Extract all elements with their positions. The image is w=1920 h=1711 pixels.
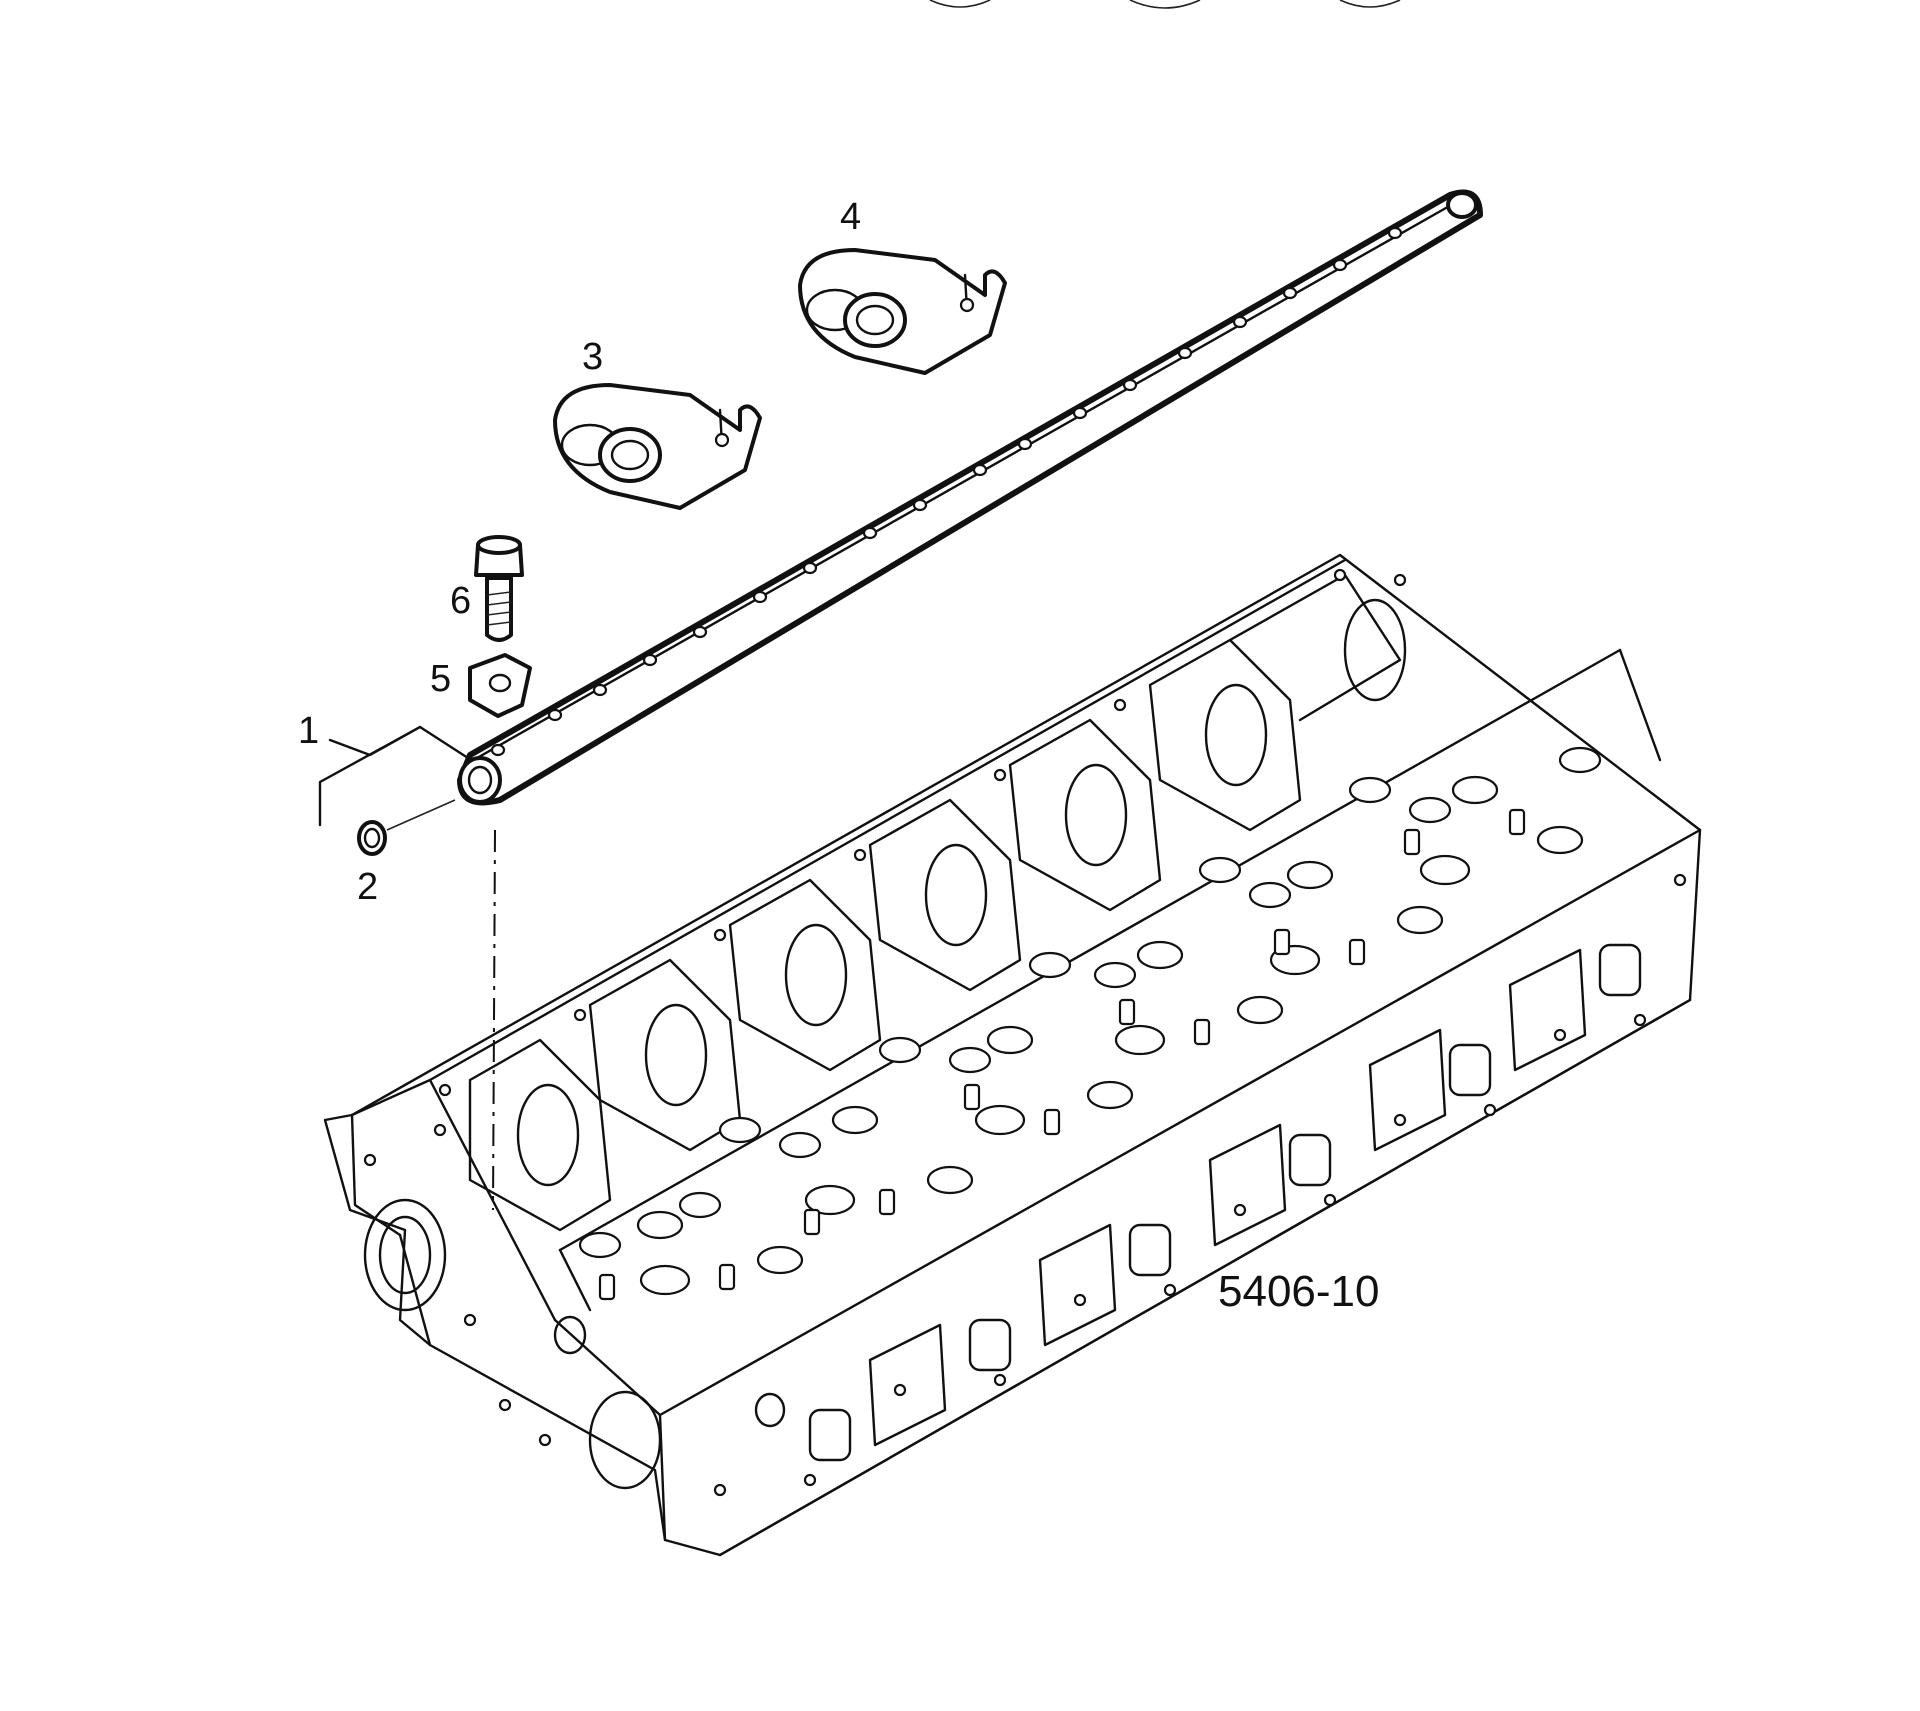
rocker-shaft bbox=[457, 189, 1483, 806]
injector-posts bbox=[598, 808, 1526, 1301]
bearing-towers bbox=[468, 573, 1407, 1232]
assembly-centerline bbox=[492, 829, 496, 1211]
cylinder-head bbox=[323, 553, 1702, 1557]
figure-code: 5406-10 bbox=[1218, 1267, 1380, 1316]
callout-4: 4 bbox=[840, 196, 862, 238]
callout-3: 3 bbox=[582, 336, 604, 378]
callout-6: 6 bbox=[450, 580, 472, 622]
callout-2: 2 bbox=[357, 866, 379, 908]
face-holes bbox=[363, 568, 1687, 1497]
shaft-end-plug bbox=[357, 799, 456, 856]
leader-1 bbox=[328, 725, 470, 760]
rocker-arm-4 bbox=[798, 248, 1007, 375]
side-ports bbox=[808, 943, 1642, 1462]
valve-seats bbox=[578, 746, 1602, 1296]
callout-5: 5 bbox=[430, 658, 452, 700]
callout-1: 1 bbox=[298, 710, 320, 752]
shaft-bracket bbox=[468, 653, 532, 718]
rocker-arm-3 bbox=[553, 383, 762, 510]
bolt bbox=[474, 535, 524, 642]
top-edge-arcs bbox=[929, 0, 1401, 9]
bracket-1 bbox=[318, 725, 422, 827]
shaft-oil-holes bbox=[490, 226, 1403, 757]
